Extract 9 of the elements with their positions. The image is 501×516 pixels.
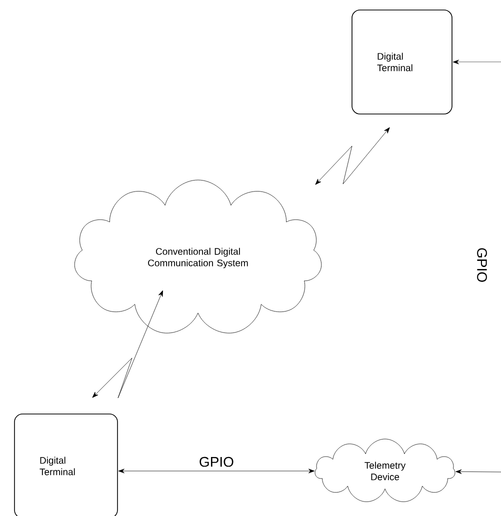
terminal-box: Digital Terminal: [14, 414, 118, 516]
arrow: [456, 469, 501, 474]
arrow: [452, 60, 501, 64]
rotated-label: GPIO: [477, 248, 487, 282]
arrow: [92, 290, 163, 398]
terminal-box: Digital Terminal: [352, 10, 452, 114]
arrow: [118, 468, 315, 474]
edge-label: GPIO: [198, 456, 235, 468]
arrow: [315, 127, 390, 185]
